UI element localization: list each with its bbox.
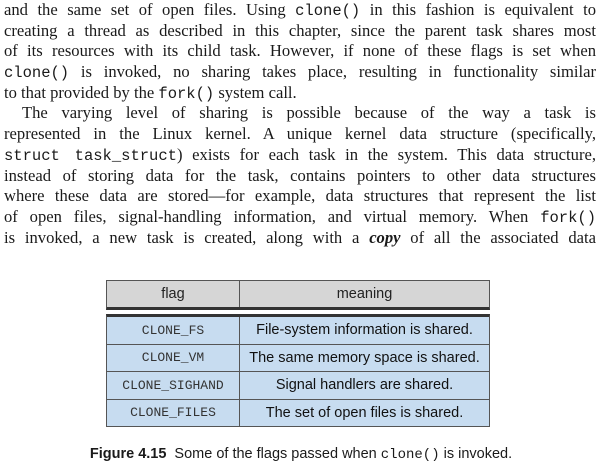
text-segment: is invoked, a new task is created, along… [4, 227, 370, 247]
text-line: instead of storing data for the task, co… [4, 166, 596, 187]
text-segment: creating a thread as described in this c… [4, 20, 596, 40]
emphasis-text: copy [369, 227, 401, 247]
table-row: CLONE_FILES The set of open files is sha… [107, 399, 489, 426]
text-segment: is invoked, no sharing takes place, resu… [69, 62, 596, 82]
figure-label: Figure 4.15 [89, 446, 167, 462]
table-header: flag meaning [106, 280, 490, 310]
text-line: to that provided by the fork() system ca… [4, 83, 596, 104]
caption-code: clone() [380, 447, 440, 463]
table-row: CLONE_FS File-system information is shar… [107, 317, 489, 345]
flag-cell: CLONE_SIGHAND [107, 372, 240, 399]
inline-code: clone() [4, 64, 70, 83]
caption-text-end: is invoked. [439, 446, 513, 462]
meaning-cell: The same memory space is shared. [249, 349, 480, 366]
text-line: is invoked, a new task is created, along… [4, 228, 596, 249]
flag-cell: CLONE_VM [107, 344, 240, 371]
text-segment: ) exists for each task in the system. Th… [176, 144, 596, 164]
flag-cell: CLONE_FILES [107, 399, 240, 426]
text-line: represented in the Linux kernel. A uniqu… [4, 124, 596, 145]
text-segment: system call. [214, 82, 297, 102]
flag-cell: CLONE_FS [107, 317, 240, 344]
meaning-cell: The set of open files is shared. [265, 404, 464, 421]
text-segment: in this fashion is equivalent to [360, 0, 597, 19]
body-text: and the same set of open files. Using cl… [4, 0, 596, 248]
clone-flags-table: flag meaning CLONE_FS File-system inform… [106, 280, 490, 427]
text-segment: The varying level of sharing is possible… [22, 103, 596, 123]
text-segment: represented in the Linux kernel. A uniqu… [4, 124, 596, 144]
header-meaning: meaning [336, 286, 393, 302]
text-line: where these data are stored—for example,… [4, 186, 596, 207]
inline-code: struct task_struct [4, 146, 177, 165]
meaning-cell: File-system information is shared. [256, 322, 473, 339]
header-flag: flag [107, 281, 240, 307]
text-segment: instead of storing data for the task, co… [4, 165, 596, 185]
text-segment: of open files, signal-handling informati… [4, 206, 541, 226]
text-segment: and the same set of open files. Using [4, 0, 296, 19]
text-line: and the same set of open files. Using cl… [4, 0, 596, 21]
text-line: The varying level of sharing is possible… [4, 103, 596, 124]
text-line: creating a thread as described in this c… [4, 21, 596, 42]
text-segment: of all the associated data [400, 227, 596, 247]
meaning-cell: Signal handlers are shared. [275, 377, 454, 394]
text-line: clone() is invoked, no sharing takes pla… [4, 62, 596, 83]
inline-code: clone() [295, 2, 361, 20]
text-segment: of its resources with its child task. Ho… [4, 41, 596, 61]
table-row: CLONE_SIGHAND Signal handlers are shared… [107, 372, 489, 400]
text-segment: to that provided by the [4, 82, 159, 102]
table-row: CLONE_VM The same memory space is shared… [107, 344, 489, 372]
text-line: struct task_struct) exists for each task… [4, 145, 596, 166]
inline-code: fork() [158, 84, 215, 103]
inline-code: fork() [540, 208, 596, 227]
text-segment: where these data are stored—for example,… [4, 186, 596, 206]
figure-caption: Figure 4.15 Some of the flags passed when… [0, 446, 602, 463]
text-line: of its resources with its child task. Ho… [4, 41, 596, 62]
text-line: of open files, signal-handling informati… [4, 207, 596, 228]
table-body: CLONE_FS File-system information is shar… [106, 314, 490, 427]
caption-text: Some of the flags passed when [174, 446, 381, 462]
